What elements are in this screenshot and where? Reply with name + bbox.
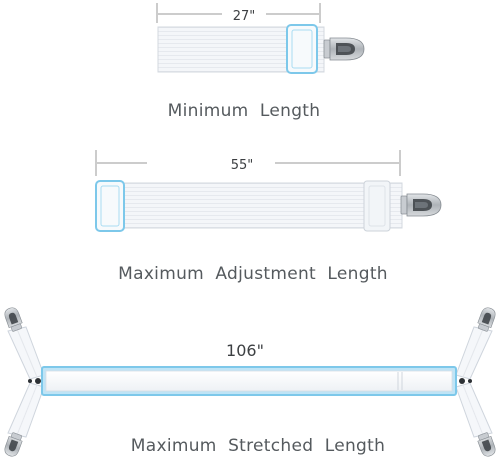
y-junction-icon xyxy=(459,378,472,384)
panel-maximum-adjustment-length: 55" Maximum Adjustment Length xyxy=(95,150,442,284)
right-y-legs xyxy=(455,305,498,458)
end-buckle xyxy=(363,180,391,232)
dimension-label-55: 55" xyxy=(231,158,254,173)
strap-stretched xyxy=(41,366,457,396)
slider-buckle-icon xyxy=(95,180,125,232)
caption-minimum-length: Minimum Length xyxy=(168,101,321,121)
suspender-clip-icon xyxy=(323,37,365,61)
dimension-label-106: 106" xyxy=(226,341,264,360)
panel-maximum-stretched-length: 106" xyxy=(2,305,498,458)
suspender-clip-icon xyxy=(2,305,25,333)
suspender-clip-icon xyxy=(2,431,25,458)
suspender-clip-icon xyxy=(475,305,498,333)
y-junction-icon xyxy=(28,378,41,384)
dimension-line-55 xyxy=(95,150,401,176)
dimension-label-27: 27" xyxy=(233,9,256,24)
left-y-legs xyxy=(2,305,45,458)
suspender-clip-icon xyxy=(475,431,498,458)
suspender-clip-icon xyxy=(400,193,442,217)
caption-maximum-adjustment-length: Maximum Adjustment Length xyxy=(118,264,388,284)
caption-maximum-stretched-length: Maximum Stretched Length xyxy=(131,436,385,456)
panel-minimum-length: 27" Minimum Length xyxy=(156,3,365,121)
slider-buckle-icon xyxy=(286,24,318,74)
strap-long xyxy=(95,182,403,229)
dimension-line-27 xyxy=(156,3,321,23)
